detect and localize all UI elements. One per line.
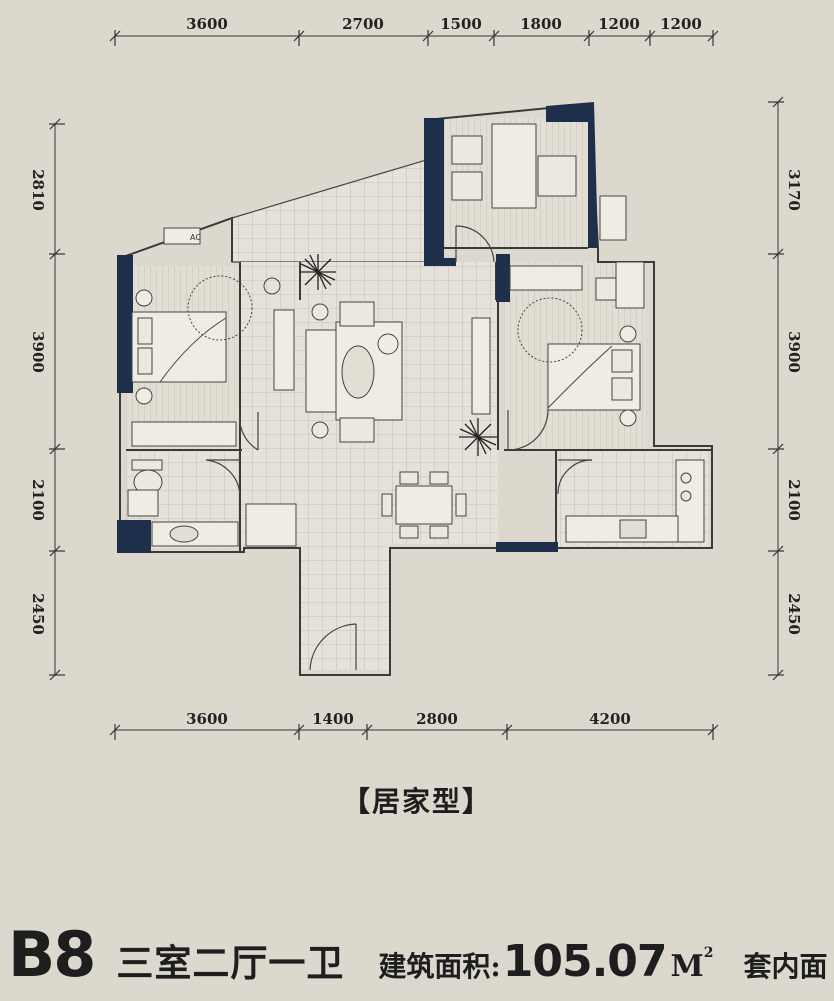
washing-machine: [127, 489, 159, 517]
area-label: 建筑面积:: [378, 950, 501, 983]
left-nightstand-top: [135, 289, 153, 307]
study-desk: [491, 123, 537, 209]
doors: [205, 225, 593, 671]
dim-bottom-4: 4200: [589, 710, 631, 728]
plant-living-top: [300, 254, 336, 290]
area-value: 105.07: [502, 936, 668, 987]
wall-accents: [117, 102, 598, 553]
stove-burner-2: [680, 490, 692, 502]
kitchen-counter-top: [675, 459, 705, 543]
study-chair-1: [451, 135, 483, 165]
dim-left-4: 2450: [29, 593, 47, 635]
sofa-set: [305, 301, 403, 443]
corridor-floor: [300, 544, 390, 670]
right-desk: [615, 261, 645, 309]
kitchen-sink: [619, 519, 647, 539]
dim-bottom-1: 3600: [186, 710, 228, 728]
left-nightstand-bottom: [135, 387, 153, 405]
ac-label: AC: [190, 233, 201, 242]
dim-left-3: 2100: [29, 479, 47, 521]
left-rug: [187, 275, 253, 341]
study-armchair: [537, 155, 577, 197]
dining-table: [381, 471, 467, 539]
dim-right-4: 2450: [785, 593, 803, 635]
dim-right-2: 3900: [785, 331, 803, 373]
left-bed: [131, 311, 227, 383]
dimension-ticks: [49, 30, 784, 740]
model-code: B8: [8, 918, 96, 991]
wall-unit: [599, 195, 627, 241]
dim-top-5: 1200: [598, 15, 640, 33]
area-unit-letter: M: [670, 949, 704, 984]
ac-unit: AC: [163, 227, 201, 245]
dim-top-3: 1500: [440, 15, 482, 33]
left-desk: [273, 309, 295, 391]
tv-cabinet: [471, 317, 491, 415]
stove-burner-1: [680, 472, 692, 484]
dim-right-1: 3170: [785, 169, 803, 211]
right-rug: [517, 297, 583, 363]
room-layout: 三室二厅一卫: [116, 941, 345, 985]
balcony-floor: [231, 159, 427, 263]
dim-top-6: 1200: [660, 15, 702, 33]
layout-type-label: 【居家型】: [341, 785, 492, 818]
dim-top-1: 3600: [186, 15, 228, 33]
dim-left-2: 3900: [29, 331, 47, 373]
right-chair: [595, 277, 617, 301]
dim-left-1: 2810: [29, 169, 47, 211]
dimension-lines: [54, 35, 779, 731]
left-wardrobe: [131, 421, 237, 447]
inner-area-label: 套内面: [743, 950, 828, 983]
study-chair-2: [451, 171, 483, 201]
dimension-labels: 3600 2700 1500 1800 1200 1200 3600 1400 …: [29, 15, 803, 728]
furniture: [127, 123, 705, 547]
toilet-tank: [131, 459, 163, 471]
plant-living-right: [459, 418, 497, 456]
area-unit: M2: [670, 945, 714, 984]
shoe-cabinet: [245, 503, 297, 547]
dim-top-2: 2700: [342, 15, 384, 33]
right-wardrobe: [509, 265, 583, 291]
left-lamp: [263, 277, 281, 295]
dim-bottom-3: 2800: [416, 710, 458, 728]
basin-counter: [151, 521, 239, 547]
right-nightstand-top: [619, 325, 637, 343]
right-bed: [547, 343, 641, 411]
dim-top-4: 1800: [520, 15, 562, 33]
dim-bottom-2: 1400: [312, 710, 354, 728]
area-unit-sup: 2: [703, 945, 714, 961]
dim-right-3: 2100: [785, 479, 803, 521]
footer-info: B8 三室二厅一卫 建筑面积: 105.07 M2 套内面: [8, 918, 828, 998]
right-nightstand-bottom: [619, 409, 637, 427]
basin: [169, 525, 199, 543]
